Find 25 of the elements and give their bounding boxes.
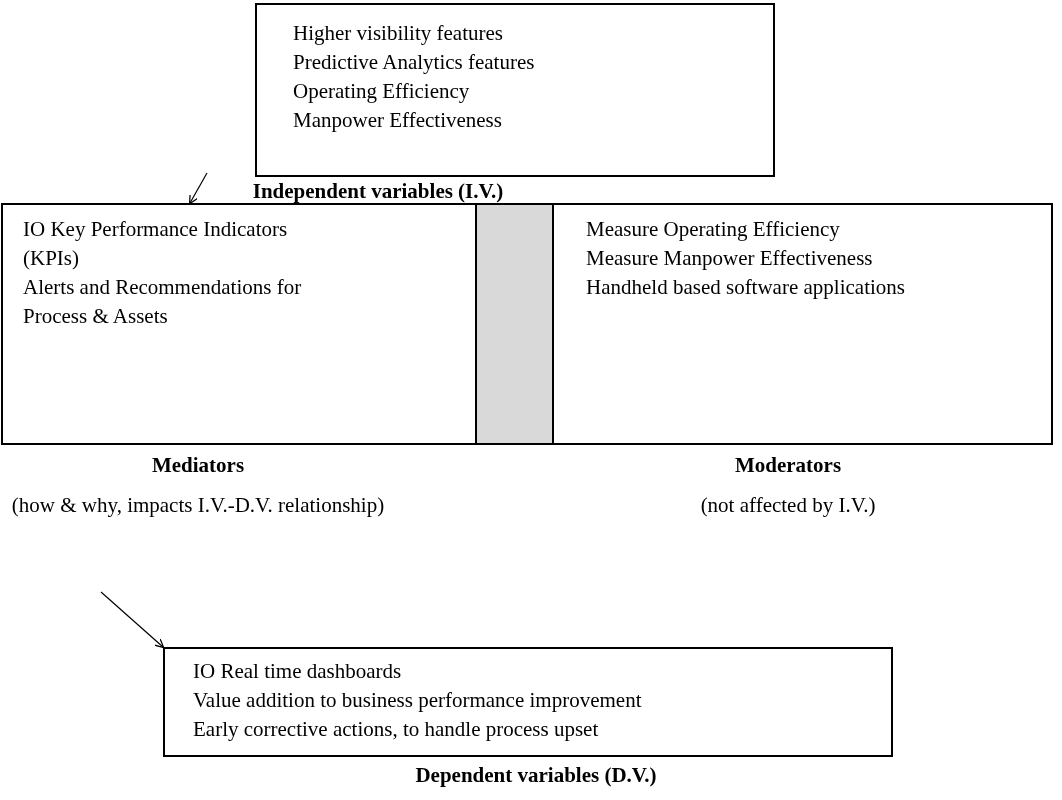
item-text: Manpower Effectiveness <box>293 107 503 134</box>
item-text: Alerts and Recommendations for Process & Assets <box>23 274 303 330</box>
text-box <box>255 3 775 177</box>
arrow <box>100 591 165 649</box>
variable-heading: Moderators <box>734 452 842 478</box>
item-text: Handheld based software applications <box>586 274 906 301</box>
item-text: Higher visibility features <box>293 20 504 47</box>
arrow <box>188 172 208 205</box>
divider-bar <box>475 203 554 445</box>
item-text: Measure Manpower Effectiveness <box>586 245 874 272</box>
item-text: Value addition to business performance improvement <box>193 687 643 714</box>
variable-note: (not affected by I.V.) <box>700 492 876 518</box>
text-box <box>1 203 477 445</box>
item-text: IO Real time dashboards <box>193 658 403 685</box>
variable-note: (how & why, impacts I.V.-D.V. relationship) <box>11 492 385 518</box>
variable-heading: Dependent variables (D.V.) <box>415 762 657 788</box>
variable-heading: Independent variables (I.V.) <box>252 178 504 204</box>
variable-heading: Mediators <box>151 452 245 478</box>
text-box <box>163 647 893 757</box>
item-text: Operating Efficiency <box>293 78 471 105</box>
item-text: Predictive Analytics features <box>293 49 536 76</box>
item-text: Measure Operating Efficiency <box>586 216 841 243</box>
item-text: IO Key Performance Indicators (KPIs) <box>23 216 289 272</box>
item-text: Early corrective actions, to handle process upset <box>193 716 600 743</box>
text-box <box>552 203 1053 445</box>
